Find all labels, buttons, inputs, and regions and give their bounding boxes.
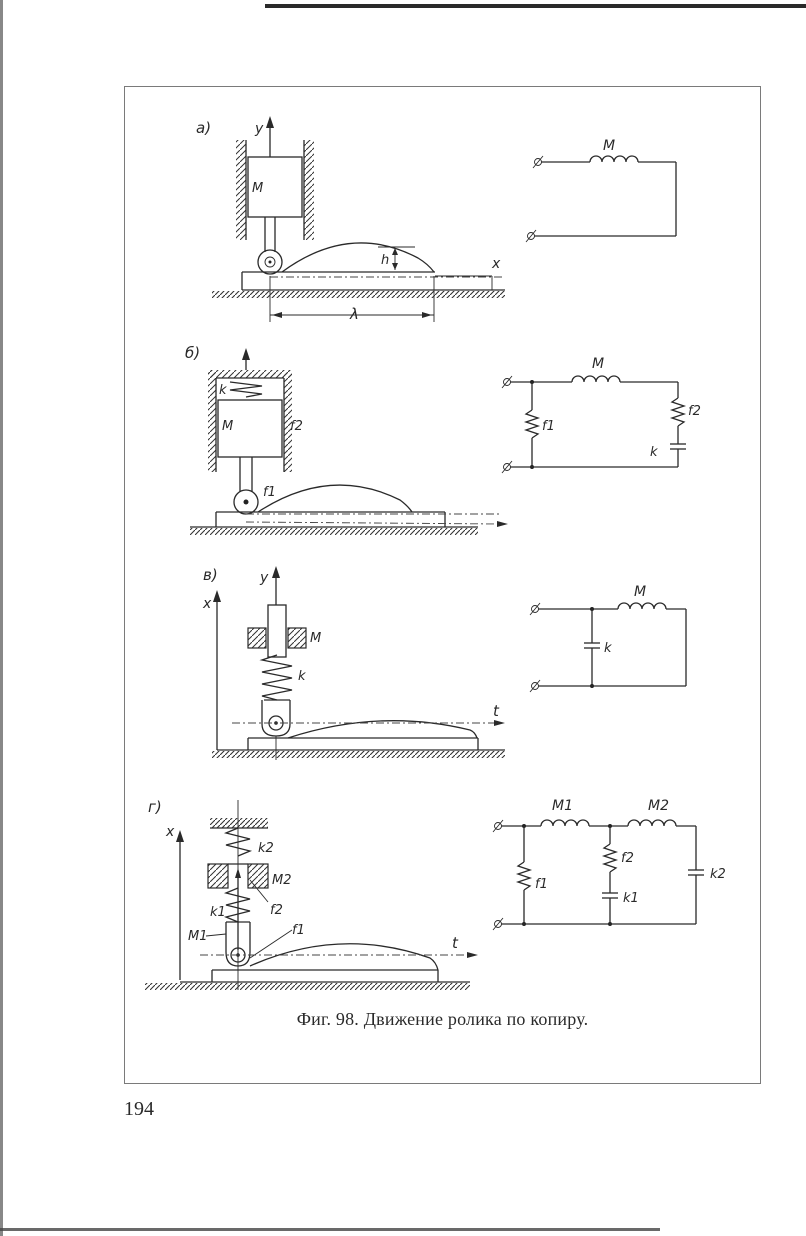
panel-v-capacitor-label: k bbox=[604, 641, 612, 656]
panel-g-inductor2-label: M2 bbox=[648, 798, 669, 814]
panel-v-t-label: t bbox=[493, 702, 500, 720]
panel-b-inductor bbox=[572, 376, 620, 382]
panel-v-x-label: x bbox=[202, 596, 212, 612]
panel-g-label: г) bbox=[148, 798, 162, 816]
panel-b-mass-label: M bbox=[222, 419, 233, 434]
panel-b-friction-roller-label: f1 bbox=[263, 485, 276, 500]
panel-a-mass-label: M bbox=[252, 181, 263, 196]
panel-g-circuit: M1 M2 k2 f1 f2 bbox=[493, 798, 726, 930]
panel-g-t-label: t bbox=[452, 934, 459, 952]
panel-a-wall-right bbox=[304, 140, 314, 240]
panel-v-inductor-label: M bbox=[634, 584, 646, 600]
panel-v-inductor bbox=[618, 603, 666, 609]
panel-v: в) x y M k t M bbox=[202, 566, 686, 760]
panel-g-capacitor1-label: k1 bbox=[623, 891, 639, 906]
panel-g-x-label: x bbox=[165, 824, 175, 840]
panel-b-spring bbox=[230, 382, 262, 397]
panel-g-resistor1 bbox=[518, 862, 530, 890]
panel-g-capacitor2-label: k2 bbox=[710, 867, 726, 882]
page-number: 194 bbox=[124, 1098, 154, 1121]
panel-b-friction-top-label: f2 bbox=[290, 419, 303, 434]
panel-a-inductor-label: M bbox=[603, 138, 615, 154]
panel-v-spring bbox=[262, 655, 292, 700]
panel-a-height-label: h bbox=[381, 253, 389, 268]
panel-v-mass-label: M bbox=[310, 631, 321, 646]
panel-b-capacitor-label: k bbox=[650, 445, 658, 460]
panel-g-spring-top-label: k2 bbox=[258, 841, 274, 856]
panel-b-resistor-left bbox=[526, 410, 538, 438]
panel-g-resistor2 bbox=[604, 844, 616, 872]
panel-a-inductor bbox=[590, 156, 638, 162]
panel-a-circuit: M bbox=[526, 138, 676, 242]
panel-b-resistor-left-label: f1 bbox=[542, 419, 555, 434]
panel-g-mass-top-label: M2 bbox=[272, 873, 292, 888]
panel-v-mass bbox=[248, 628, 266, 648]
panel-v-spring-label: k bbox=[298, 669, 306, 684]
panel-g-inductor2 bbox=[628, 820, 676, 826]
panel-b-circuit: M f2 k f1 bbox=[502, 356, 701, 473]
panel-v-label: в) bbox=[203, 566, 218, 584]
panel-g-inductor1-label: M1 bbox=[552, 798, 573, 814]
panel-v-y-label: y bbox=[259, 570, 269, 586]
panel-g-inductor1 bbox=[541, 820, 589, 826]
panel-g-resistor2-label: f2 bbox=[621, 851, 634, 866]
panel-a-y-label: y bbox=[254, 121, 264, 137]
panel-g-friction-roller-label: f1 bbox=[292, 923, 305, 938]
panel-g-resistor1-label: f1 bbox=[535, 877, 548, 892]
panel-a-label: а) bbox=[196, 119, 211, 137]
figure-caption: Фиг. 98. Движение ролика по копиру. bbox=[124, 1009, 761, 1030]
panel-g-friction-mid-label: f2 bbox=[270, 903, 283, 918]
panel-a-wall-left bbox=[236, 140, 246, 240]
panel-b-resistor-right bbox=[672, 398, 684, 426]
panel-b: б) k M f2 f1 M bbox=[185, 344, 701, 535]
panel-b-inductor-label: M bbox=[592, 356, 604, 372]
panel-b-spring-label: k bbox=[219, 383, 227, 398]
panel-a-wavelength-label: λ bbox=[349, 305, 359, 323]
panel-a-x-label: x bbox=[491, 256, 501, 272]
panel-a: а) M y x h bbox=[196, 116, 676, 323]
panel-b-resistor-right-label: f2 bbox=[688, 404, 701, 419]
panel-g: г) x k2 M2 k1 f2 M1 f1 bbox=[145, 798, 726, 990]
panel-g-mass-top bbox=[208, 864, 228, 888]
panel-v-circuit: M k bbox=[530, 584, 686, 692]
panel-g-mass-low-label: M1 bbox=[188, 929, 208, 944]
panel-g-spring-low-label: k1 bbox=[210, 905, 226, 920]
panel-b-label: б) bbox=[185, 344, 200, 362]
